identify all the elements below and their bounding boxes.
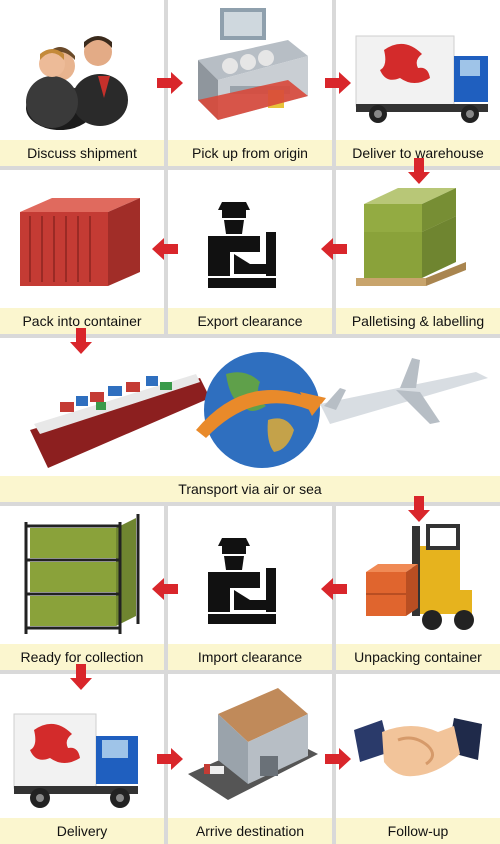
arrow-down-icon: [408, 496, 430, 522]
customs-officer-icon: [208, 538, 276, 624]
step-pack-into-container: Pack into container: [0, 170, 164, 334]
step-follow-up: Follow-up: [336, 674, 500, 844]
step-label: Arrive destination: [168, 818, 332, 844]
storage-rack-icon: [24, 514, 140, 634]
arrow-left-icon: [152, 238, 178, 260]
business-people-icon: [26, 36, 128, 130]
step-label: Transport via air or sea: [0, 476, 500, 502]
forklift-icon: [366, 524, 474, 630]
step-arrive-destination: Arrive destination: [168, 674, 332, 844]
factory-icon: [198, 8, 308, 120]
truck-icon: [355, 35, 488, 123]
step-label: Unpacking container: [336, 644, 500, 670]
step-ready-for-collection: Ready for collection: [0, 506, 164, 670]
customs-officer-icon: [208, 202, 276, 288]
arrow-down-icon: [70, 328, 92, 354]
step-label: Delivery: [0, 818, 164, 844]
arrow-down-icon: [408, 158, 430, 184]
step-deliver-to-warehouse: Deliver to warehouse: [336, 0, 500, 166]
arrow-left-icon: [152, 578, 178, 600]
step-delivery: Delivery: [0, 674, 164, 844]
arrow-right-icon: [157, 748, 183, 770]
step-palletising-labelling: Palletising & labelling: [336, 170, 500, 334]
step-import-clearance: Import clearance: [168, 506, 332, 670]
step-pick-up-from-origin: Pick up from origin: [168, 0, 332, 166]
step-transport-via-air-or-sea: Transport via air or sea: [0, 338, 500, 502]
step-label: Export clearance: [168, 308, 332, 334]
step-label: Pick up from origin: [168, 140, 332, 166]
truck-icon: [13, 713, 138, 808]
step-discuss-shipment: Discuss shipment: [0, 0, 164, 166]
step-label: Discuss shipment: [0, 140, 164, 166]
step-export-clearance: Export clearance: [168, 170, 332, 334]
pallet-boxes-icon: [356, 188, 466, 286]
ship-globe-plane-icon: [30, 352, 488, 468]
arrow-left-icon: [321, 238, 347, 260]
arrow-right-icon: [157, 72, 183, 94]
arrow-right-icon: [325, 748, 351, 770]
arrow-right-icon: [325, 72, 351, 94]
step-label: Palletising & labelling: [336, 308, 500, 334]
step-unpacking-container: Unpacking container: [336, 506, 500, 670]
shipping-container-icon: [20, 198, 140, 286]
arrow-down-icon: [70, 664, 92, 690]
arrow-left-icon: [321, 578, 347, 600]
handshake-icon: [354, 718, 482, 777]
step-label: Import clearance: [168, 644, 332, 670]
warehouse-icon: [188, 688, 318, 800]
step-label: Follow-up: [336, 818, 500, 844]
